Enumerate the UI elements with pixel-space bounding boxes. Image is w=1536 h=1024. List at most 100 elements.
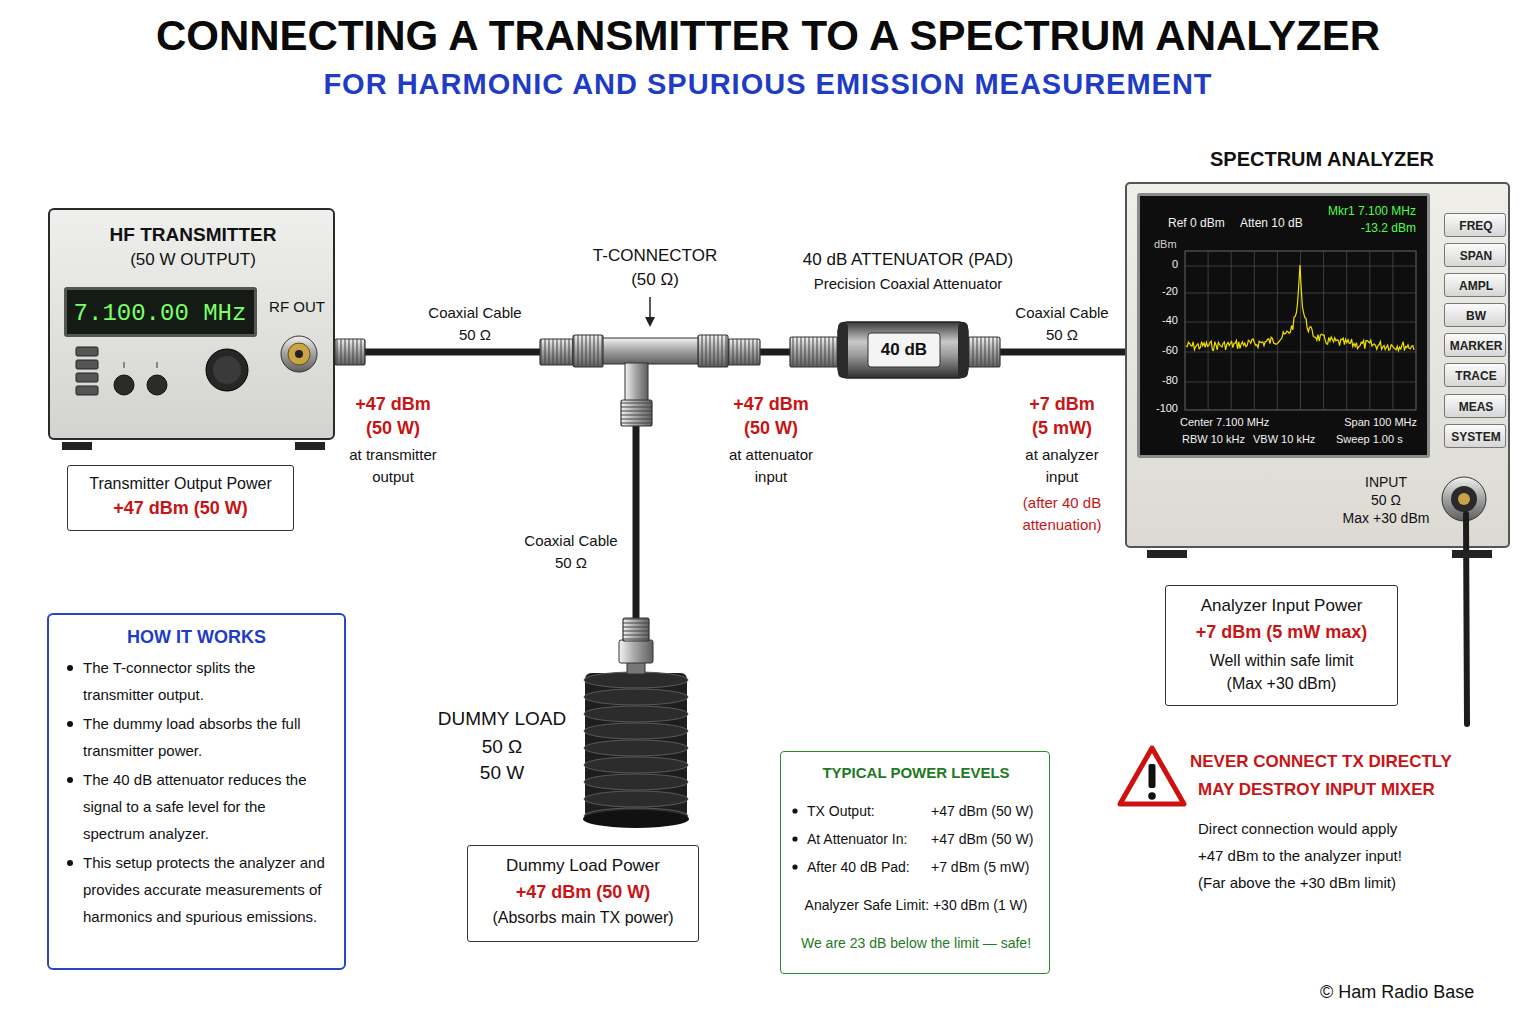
annotation-label: +7 dBm [1029, 394, 1095, 415]
connector-outline [968, 337, 1000, 367]
menu-key: AMPL [1444, 273, 1506, 297]
connector-knurl [698, 335, 728, 367]
annotation-label: RF OUT [269, 298, 325, 315]
explanation-box: HOW IT WORKSThe T-connector splits the t… [47, 613, 346, 970]
connector-knurl [790, 337, 838, 367]
panel-button [76, 360, 98, 369]
node-text: SPAN [1460, 249, 1492, 263]
node-text: Well within safe limit (Max +30 dBm) [1194, 649, 1369, 695]
annotation-label: (50 W) [366, 418, 420, 439]
node-heading: DUMMY LOAD [438, 708, 566, 730]
socket-outer [281, 336, 317, 372]
annotation-label: (after 40 dB attenuation) [1002, 492, 1122, 536]
node-text: +7 dBm (5 mW max) [1194, 622, 1369, 643]
socket-mid [288, 343, 310, 365]
node-text: Precision Coaxial Attenuator [814, 275, 1002, 292]
cooling-fin [584, 740, 688, 756]
cooling-fin [584, 757, 688, 773]
node-heading: Dummy Load Power [476, 856, 690, 876]
connector-outline [573, 335, 603, 367]
t-connector: T-CONNECTOR(50 Ω) [573, 330, 728, 370]
annotation-label: 50 Ω [1371, 492, 1401, 508]
node-text: 50 W [480, 762, 524, 784]
attenuator-rim [838, 322, 848, 378]
bullet-dot [67, 860, 73, 866]
connector-knurl [968, 337, 1000, 367]
panel-button [76, 373, 98, 382]
node-text: The T-connector splits the transmitter o… [63, 654, 330, 708]
node-graphic-group [1147, 477, 1492, 724]
knob-tick [124, 362, 125, 368]
annotation-label: MAY DESTROY INPUT MIXER [1198, 780, 1435, 800]
node-text: -13.2 dBm [1361, 221, 1416, 235]
pointer-line [649, 297, 651, 318]
grid-line [1323, 251, 1324, 410]
menu-key: MEAS [1444, 394, 1506, 418]
connector-outline [728, 339, 760, 365]
node-text: The dummy load absorbs the full transmit… [63, 710, 330, 764]
menu-key: FREQ [1444, 213, 1506, 237]
node-graphic-group [792, 808, 797, 869]
node-text: SPECTRUM ANALYZER [1210, 148, 1434, 171]
bullet-dot [792, 808, 797, 813]
grid-line [1254, 251, 1255, 410]
input-cable [1466, 514, 1467, 724]
annotation-label: Direct connection would apply [1198, 820, 1397, 837]
annotation-label: NEVER CONNECT TX DIRECTLY [1190, 752, 1452, 772]
node-text: +47 dBm (50 W) [931, 803, 1033, 819]
connector-outline [698, 335, 728, 367]
node-heading: TYPICAL POWER LEVELS [822, 764, 1009, 781]
node-text: dBm [1154, 238, 1177, 250]
spectrum-analyzer: SPECTRUM ANALYZERRef 0 dBmAtten 10 dBMkr… [1125, 182, 1510, 548]
attenuator-label-plate [868, 333, 940, 367]
node-text: -20 [1162, 285, 1178, 297]
menu-key: SYSTEM [1444, 424, 1506, 448]
tuning-knob-cap [213, 356, 241, 384]
node-heading: T-CONNECTOR [593, 246, 717, 266]
node-text: 7.100.00 MHz [74, 300, 247, 327]
node-text: AMPL [1459, 279, 1493, 293]
node-graphic-group [583, 618, 689, 828]
dummy-load: DUMMY LOAD50 Ω50 W [583, 618, 689, 828]
node-text: +47 dBm (50 W) [76, 498, 285, 519]
node-text: TRACE [1455, 369, 1496, 383]
foot [62, 442, 92, 450]
foot [1452, 550, 1492, 558]
connector-knurl [573, 335, 603, 367]
bullet-dot [792, 864, 797, 869]
cooling-fin [584, 723, 688, 739]
annotation-label: +47 dBm [355, 394, 431, 415]
node-text: 0 [1172, 258, 1178, 270]
annotation-label: at analyzer input [1012, 444, 1112, 488]
grid-line [1392, 251, 1393, 410]
menu-key: SPAN [1444, 243, 1506, 267]
node-text: Sweep 1.00 s [1336, 433, 1403, 445]
annotation-label: +47 dBm to the analyzer input! [1198, 847, 1402, 864]
node-text: The 40 dB attenuator reduces the signal … [63, 766, 330, 847]
spectrum-trace [1186, 265, 1414, 351]
annotation-label: at attenuator input [716, 444, 826, 488]
info-box: Analyzer Input Power+7 dBm (5 mW max)Wel… [1165, 585, 1398, 706]
node-text: MARKER [1450, 339, 1503, 353]
node-text: -100 [1156, 402, 1178, 414]
connector-body [728, 339, 760, 365]
node-text: BW [1466, 309, 1486, 323]
bullet-dot [67, 777, 73, 783]
panel-button [76, 386, 98, 395]
node-text: At Attenuator In: [807, 831, 907, 847]
node-text: -40 [1162, 314, 1178, 326]
node-graphic [583, 618, 689, 828]
annotation-label: INPUT [1365, 474, 1407, 490]
load-neck [627, 662, 645, 674]
cooling-fin [584, 689, 688, 705]
node-text: MEAS [1459, 400, 1494, 414]
connector-outline [540, 339, 573, 365]
load-base [583, 810, 689, 828]
cooling-fin [584, 791, 688, 807]
knob-tick [157, 362, 158, 368]
node-text: +7 dBm (5 mW) [931, 859, 1029, 875]
node-text: +47 dBm (50 W) [476, 882, 690, 903]
small-knob [114, 375, 134, 395]
grid-line [1277, 251, 1278, 410]
